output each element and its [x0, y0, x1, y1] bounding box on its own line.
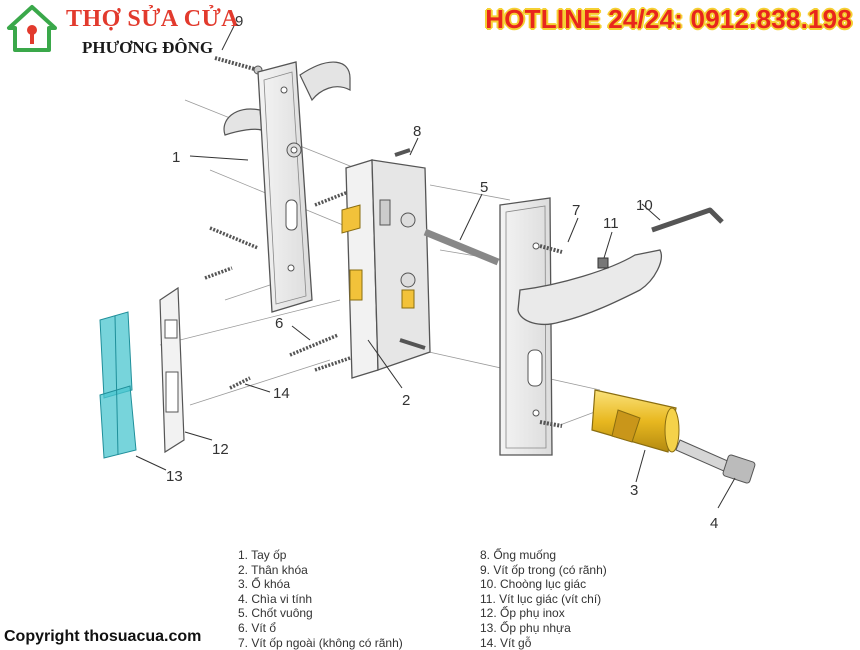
square-spindle [423, 228, 500, 266]
callout-5: 5 [480, 179, 488, 196]
legend-item: 10. Choòng lục giác [480, 577, 587, 592]
steel-strike-plate [159, 286, 185, 454]
hotline-text: HOTLINE 24/24: 0912.838.198 [485, 4, 852, 34]
legend-item: 12. Ốp phụ inox [480, 606, 565, 621]
legend-item: 11. Vít lục giác (vít chí) [480, 591, 602, 606]
callout-14: 14 [273, 385, 290, 402]
legend-item: 13. Ốp phụ nhựa [480, 620, 571, 635]
callout-3: 3 [630, 482, 638, 499]
legend-item: 14. Vít gỗ [480, 635, 532, 650]
parts-legend-right: 8. Ống muống 9. Vít ốp trong (có rãnh) 1… [480, 548, 607, 650]
brand-name: THỢ SỬA CỬA [66, 6, 240, 32]
callout-8: 8 [413, 123, 421, 140]
legend-item: 5. Chốt vuông [238, 606, 313, 621]
lock-body [341, 148, 431, 379]
hex-key-icon [651, 207, 724, 233]
callout-10: 10 [636, 197, 653, 214]
screw-9-icon [214, 56, 263, 75]
legend-item: 6. Vít ổ [238, 620, 277, 635]
screw-7-icon [539, 244, 563, 254]
callout-9: 9 [235, 13, 243, 30]
callout-2: 2 [402, 392, 410, 409]
lock-cylinder [591, 389, 680, 453]
screw-outer-bottom [539, 420, 563, 428]
callout-13: 13 [166, 468, 183, 485]
callout-4: 4 [710, 515, 718, 532]
legend-item: 1. Tay ốp [238, 548, 287, 562]
callout-12: 12 [212, 441, 229, 458]
legend-item: 4. Chìa vi tính [238, 591, 313, 606]
plate-screws [204, 190, 351, 390]
key-icon [675, 439, 756, 484]
callout-7: 7 [572, 202, 580, 219]
legend-item: 9. Vít ốp trong (có rãnh) [480, 562, 607, 577]
inner-handle-plate [223, 61, 351, 313]
plastic-strike-plate [99, 311, 137, 459]
legend-item: 3. Ổ khóa [238, 577, 291, 592]
legend-item: 7. Vít ốp ngoài (không có rãnh) [238, 635, 403, 650]
callout-6: 6 [275, 315, 283, 332]
grub-screw-icon [597, 257, 609, 269]
outer-handle-plate [499, 197, 662, 456]
brand-subtitle: PHƯƠNG ĐÔNG [82, 38, 214, 57]
house-logo-icon [7, 5, 57, 52]
legend-item: 2. Thân khóa [238, 562, 308, 577]
copyright-text: Copyright thosuacua.com [4, 628, 202, 645]
callout-1: 1 [172, 149, 180, 166]
callout-11: 11 [603, 215, 619, 232]
parts-legend-left: 1. Tay ốp 2. Thân khóa 3. Ổ khóa 4. Chìa… [238, 548, 403, 650]
legend-item: 8. Ống muống [480, 548, 557, 562]
